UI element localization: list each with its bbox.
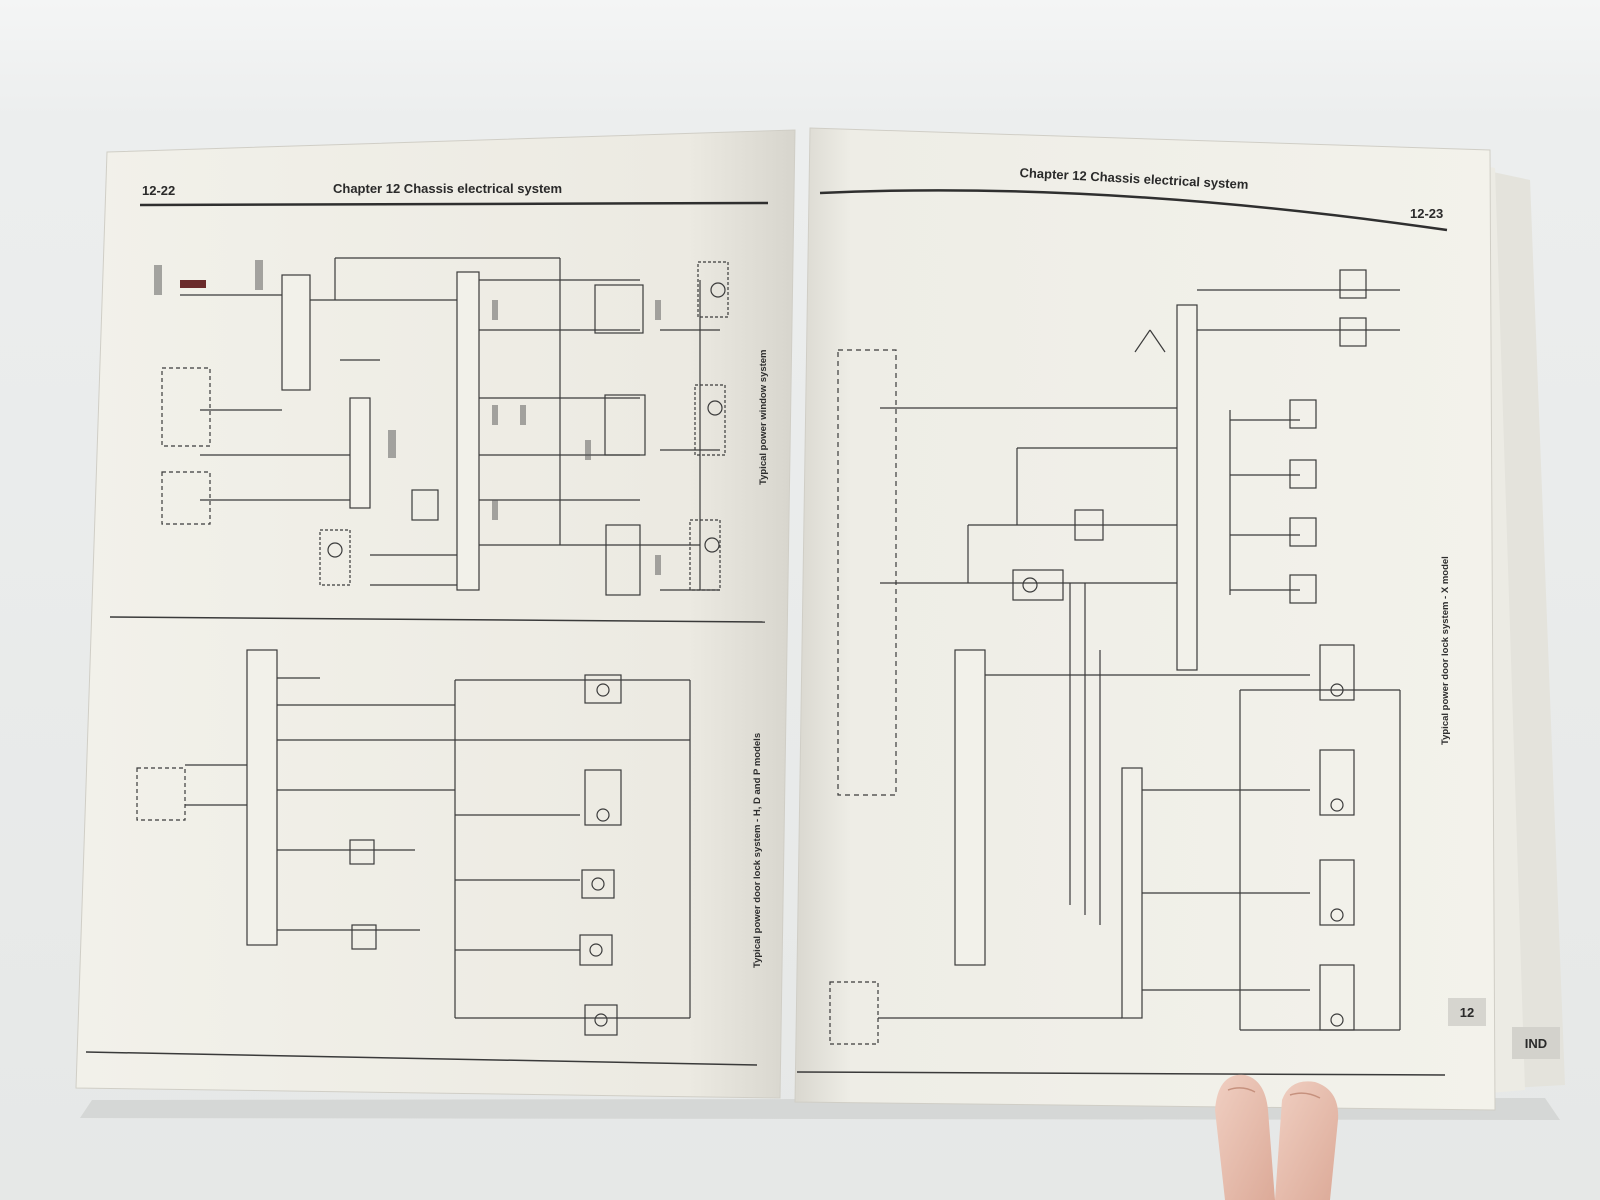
right-footer-rule (796, 1071, 1446, 1076)
door-lock-hdp-diagram (136, 649, 691, 1036)
left-header-rule (139, 201, 769, 207)
caption-door-lock-hdp: Typical power door lock system - H, D an… (752, 732, 763, 968)
power-window-diagram (161, 257, 729, 596)
left-chapter-header: Chapter 12 Chassis electrical system (333, 181, 563, 196)
left-page (75, 129, 796, 1099)
index-thumb-tab: IND (1512, 1027, 1560, 1059)
chapter-thumb-tab: 12 (1448, 998, 1486, 1026)
caption-power-window: Typical power window system (758, 349, 769, 486)
power-window-labels (154, 260, 661, 575)
door-lock-x-diagram (829, 269, 1401, 1045)
caption-door-lock-x: Typical power door lock system - X model (1440, 556, 1451, 745)
right-header-rule (819, 189, 1448, 232)
left-diagram-divider (109, 616, 766, 623)
hand-fingers (1215, 1074, 1339, 1200)
left-footer-rule (85, 1051, 758, 1066)
right-page-number: 12-23 (1410, 206, 1444, 221)
left-page-number: 12-22 (142, 183, 176, 198)
right-page (794, 127, 1496, 1111)
